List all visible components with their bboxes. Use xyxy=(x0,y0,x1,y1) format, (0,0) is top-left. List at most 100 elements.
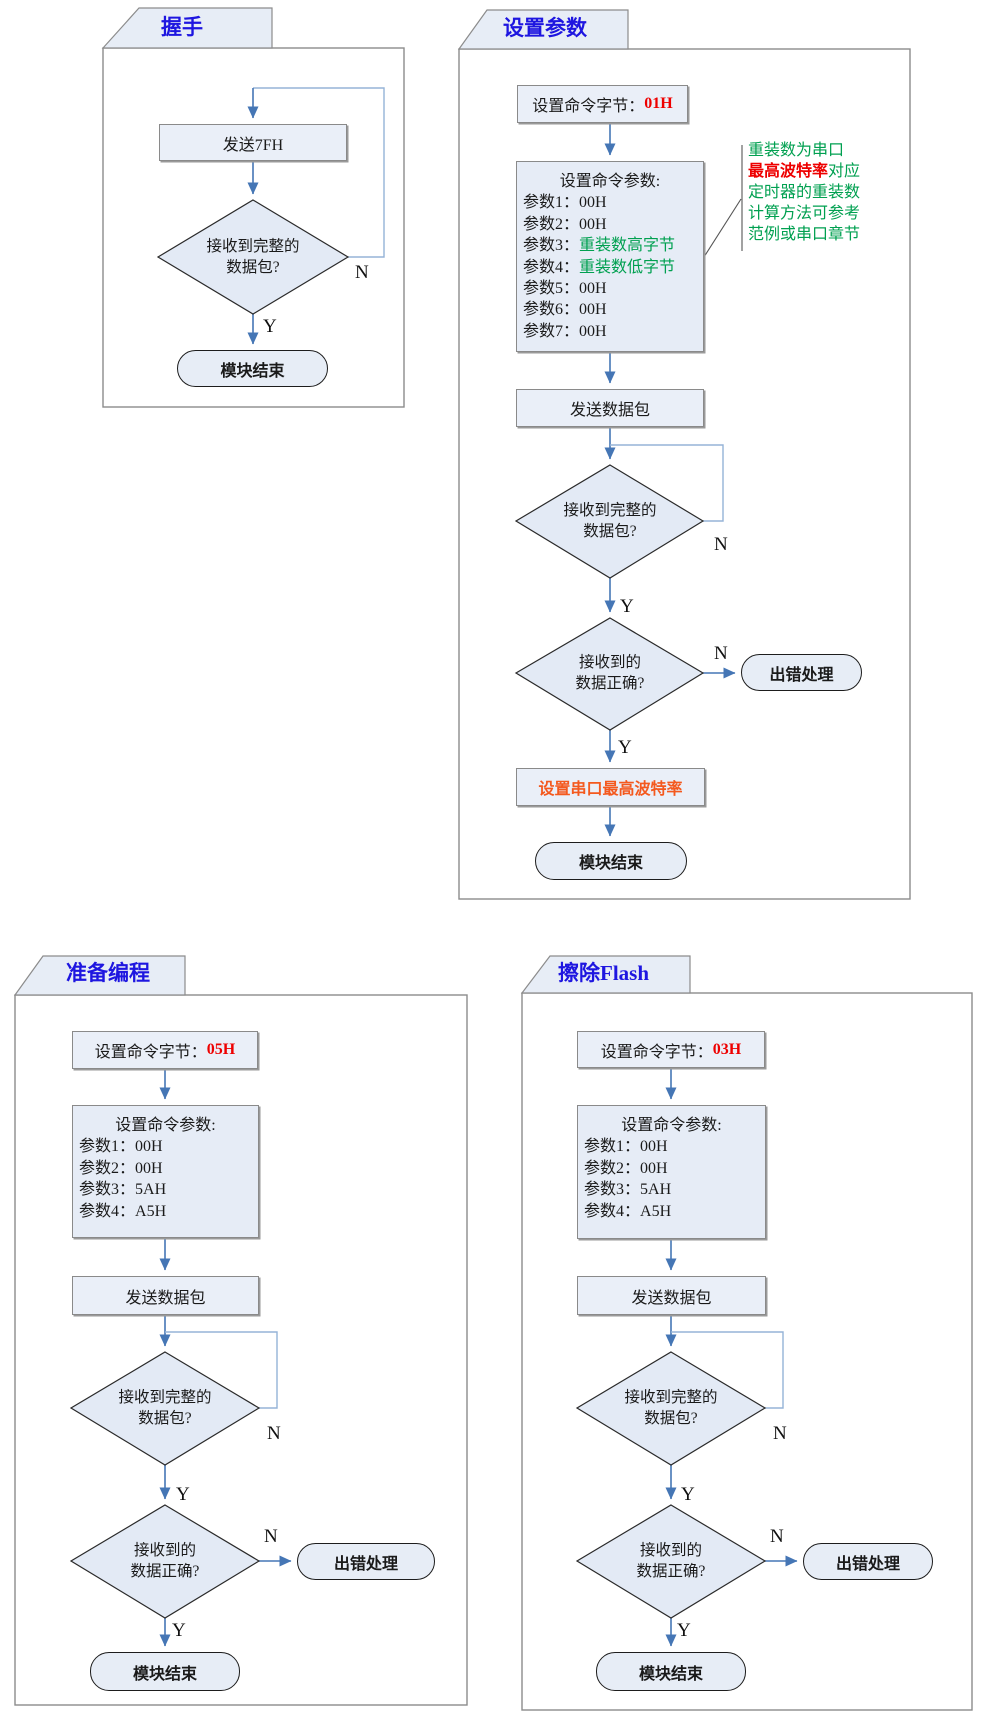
note-line: 定时器的重装数 xyxy=(748,184,861,201)
param-line: 参数7：00H xyxy=(517,321,703,342)
decision-line2: 数据包? xyxy=(226,259,280,276)
decision-packet-complete-text: 接收到完整的 数据包? xyxy=(525,500,695,542)
param-label: 参数4： xyxy=(79,1202,136,1220)
loop-line-decision1 xyxy=(671,1331,784,1409)
param-line: 参数1：00H xyxy=(517,192,703,213)
decision-data-correct-text: 接收到的 数据正确? xyxy=(586,1540,756,1582)
decision-data-correct-shape xyxy=(575,1504,767,1619)
cmd-byte-value: 01H xyxy=(644,95,673,112)
label-yes: Y xyxy=(677,1620,691,1641)
param-label: 参数4： xyxy=(523,258,580,276)
param-label: 参数1： xyxy=(584,1138,641,1156)
param-line: 参数2：00H xyxy=(578,1158,765,1179)
decision-line1: 接收到的 xyxy=(578,654,641,671)
param-label: 参数3： xyxy=(79,1181,136,1199)
terminator-error-handle-label: 出错处理 xyxy=(835,1555,900,1573)
panel-title-handshake: 握手 xyxy=(161,15,203,39)
terminator-module-end: 模块结束 xyxy=(596,1652,746,1691)
param-line: 参数2：00H xyxy=(73,1158,258,1179)
panel-erase-flash-border xyxy=(521,992,973,1711)
terminator-module-end: 模块结束 xyxy=(535,842,687,880)
terminator-error-handle: 出错处理 xyxy=(297,1543,435,1580)
param-label: 参数7： xyxy=(523,322,580,340)
step-send-packet-label: 发送数据包 xyxy=(569,402,650,419)
decision-line2: 数据包? xyxy=(583,523,637,540)
decision-line2: 数据包? xyxy=(644,1410,698,1427)
step-cmd-params: 设置命令参数: 参数1：00H 参数2：00H 参数3：5AH 参数4：A5H xyxy=(72,1105,259,1238)
param-line: 参数4：重装数低字节 xyxy=(517,257,703,278)
label-no: N xyxy=(355,262,369,283)
note-rest-part: 对应 xyxy=(828,163,861,180)
decision-line2: 数据包? xyxy=(138,1410,192,1427)
callout-leader-line xyxy=(703,198,742,258)
decision-packet-complete-text: 接收到完整的 数据包? xyxy=(80,1387,250,1429)
param-label: 参数2： xyxy=(523,215,580,233)
param-value: 00H xyxy=(579,215,607,233)
decision-packet-complete-shape xyxy=(69,1351,261,1466)
loop-line-decision1 xyxy=(610,444,724,522)
terminator-module-end-label: 模块结束 xyxy=(132,1665,197,1683)
param-label: 参数1： xyxy=(79,1138,136,1156)
terminator-error-handle-label: 出错处理 xyxy=(769,666,834,684)
decision-data-correct-text: 接收到的 数据正确? xyxy=(80,1540,250,1582)
label-no: N xyxy=(770,1526,784,1547)
loop-line-handshake xyxy=(253,87,385,258)
note-line: 范例或串口章节 xyxy=(748,226,861,243)
label-no: N xyxy=(714,534,728,555)
decision-line1: 接收到的 xyxy=(639,1542,702,1559)
panel-title-set-params: 设置参数 xyxy=(503,16,587,40)
param-value: 00H xyxy=(135,1159,163,1177)
note-line: 计算方法可参考 xyxy=(748,205,861,222)
step-send-7fh: 发送7FH xyxy=(159,124,347,161)
param-label: 参数1： xyxy=(523,194,580,212)
decision-data-correct-text: 接收到的 数据正确? xyxy=(525,652,695,694)
cmd-byte-prefix: 设置命令字节： xyxy=(94,1044,207,1061)
terminator-module-end-label: 模块结束 xyxy=(638,1665,703,1683)
decision-packet-complete-text: 接收到完整的 数据包? xyxy=(168,236,338,278)
param-line: 参数3：重装数高字节 xyxy=(517,235,703,256)
step-send-7fh-label: 发送7FH xyxy=(222,136,284,154)
param-line: 参数3：5AH xyxy=(73,1179,258,1200)
param-value: 00H xyxy=(579,280,607,298)
step-cmd-params: 设置命令参数: 参数1：00H 参数2：00H 参数3：重装数高字节 参数4：重… xyxy=(516,161,704,352)
terminator-module-end-label: 模块结束 xyxy=(220,362,285,380)
param-label: 参数4： xyxy=(584,1202,641,1220)
decision-line1: 接收到完整的 xyxy=(624,1389,718,1406)
step-set-baud: 设置串口最高波特率 xyxy=(516,768,705,806)
decision-line1: 接收到的 xyxy=(133,1542,196,1559)
decision-data-correct-shape xyxy=(514,617,705,731)
terminator-module-end: 模块结束 xyxy=(177,350,328,387)
panel-title-erase-flash: 擦除Flash xyxy=(558,961,650,985)
label-no: N xyxy=(714,643,728,664)
note-line: 最高波特率对应 xyxy=(748,161,860,182)
param-line: 参数1：00H xyxy=(578,1136,765,1157)
param-header: 设置命令参数: xyxy=(559,173,661,190)
terminator-module-end-label: 模块结束 xyxy=(578,855,643,872)
param-label: 参数2： xyxy=(584,1159,641,1177)
decision-line1: 接收到完整的 xyxy=(563,502,657,519)
decision-data-correct-shape xyxy=(69,1504,261,1619)
decision-line2: 数据正确? xyxy=(636,1563,706,1580)
param-label: 参数2： xyxy=(79,1159,136,1177)
param-label: 参数3： xyxy=(523,237,580,255)
param-line: 参数5：00H xyxy=(517,278,703,299)
step-cmd-byte: 设置命令字节：05H xyxy=(72,1031,258,1069)
param-value: 00H xyxy=(640,1159,668,1177)
decision-packet-complete-shape xyxy=(514,464,705,579)
param-label: 参数6： xyxy=(523,301,580,319)
label-no: N xyxy=(773,1423,787,1444)
panel-prepare-program-border xyxy=(14,994,468,1706)
label-no: N xyxy=(267,1423,281,1444)
step-send-packet: 发送数据包 xyxy=(516,389,704,427)
label-yes: Y xyxy=(620,596,634,617)
step-send-packet: 发送数据包 xyxy=(72,1276,259,1315)
param-line: 参数1：00H xyxy=(73,1136,258,1157)
note-red-part: 最高波特率 xyxy=(748,163,829,180)
terminator-error-handle: 出错处理 xyxy=(803,1543,933,1580)
param-value: 00H xyxy=(579,322,607,340)
decision-packet-complete-text: 接收到完整的 数据包? xyxy=(586,1387,756,1429)
step-cmd-byte: 设置命令字节：01H xyxy=(517,85,688,123)
cmd-byte-prefix: 设置命令字节： xyxy=(600,1043,713,1061)
step-send-packet: 发送数据包 xyxy=(577,1276,766,1315)
